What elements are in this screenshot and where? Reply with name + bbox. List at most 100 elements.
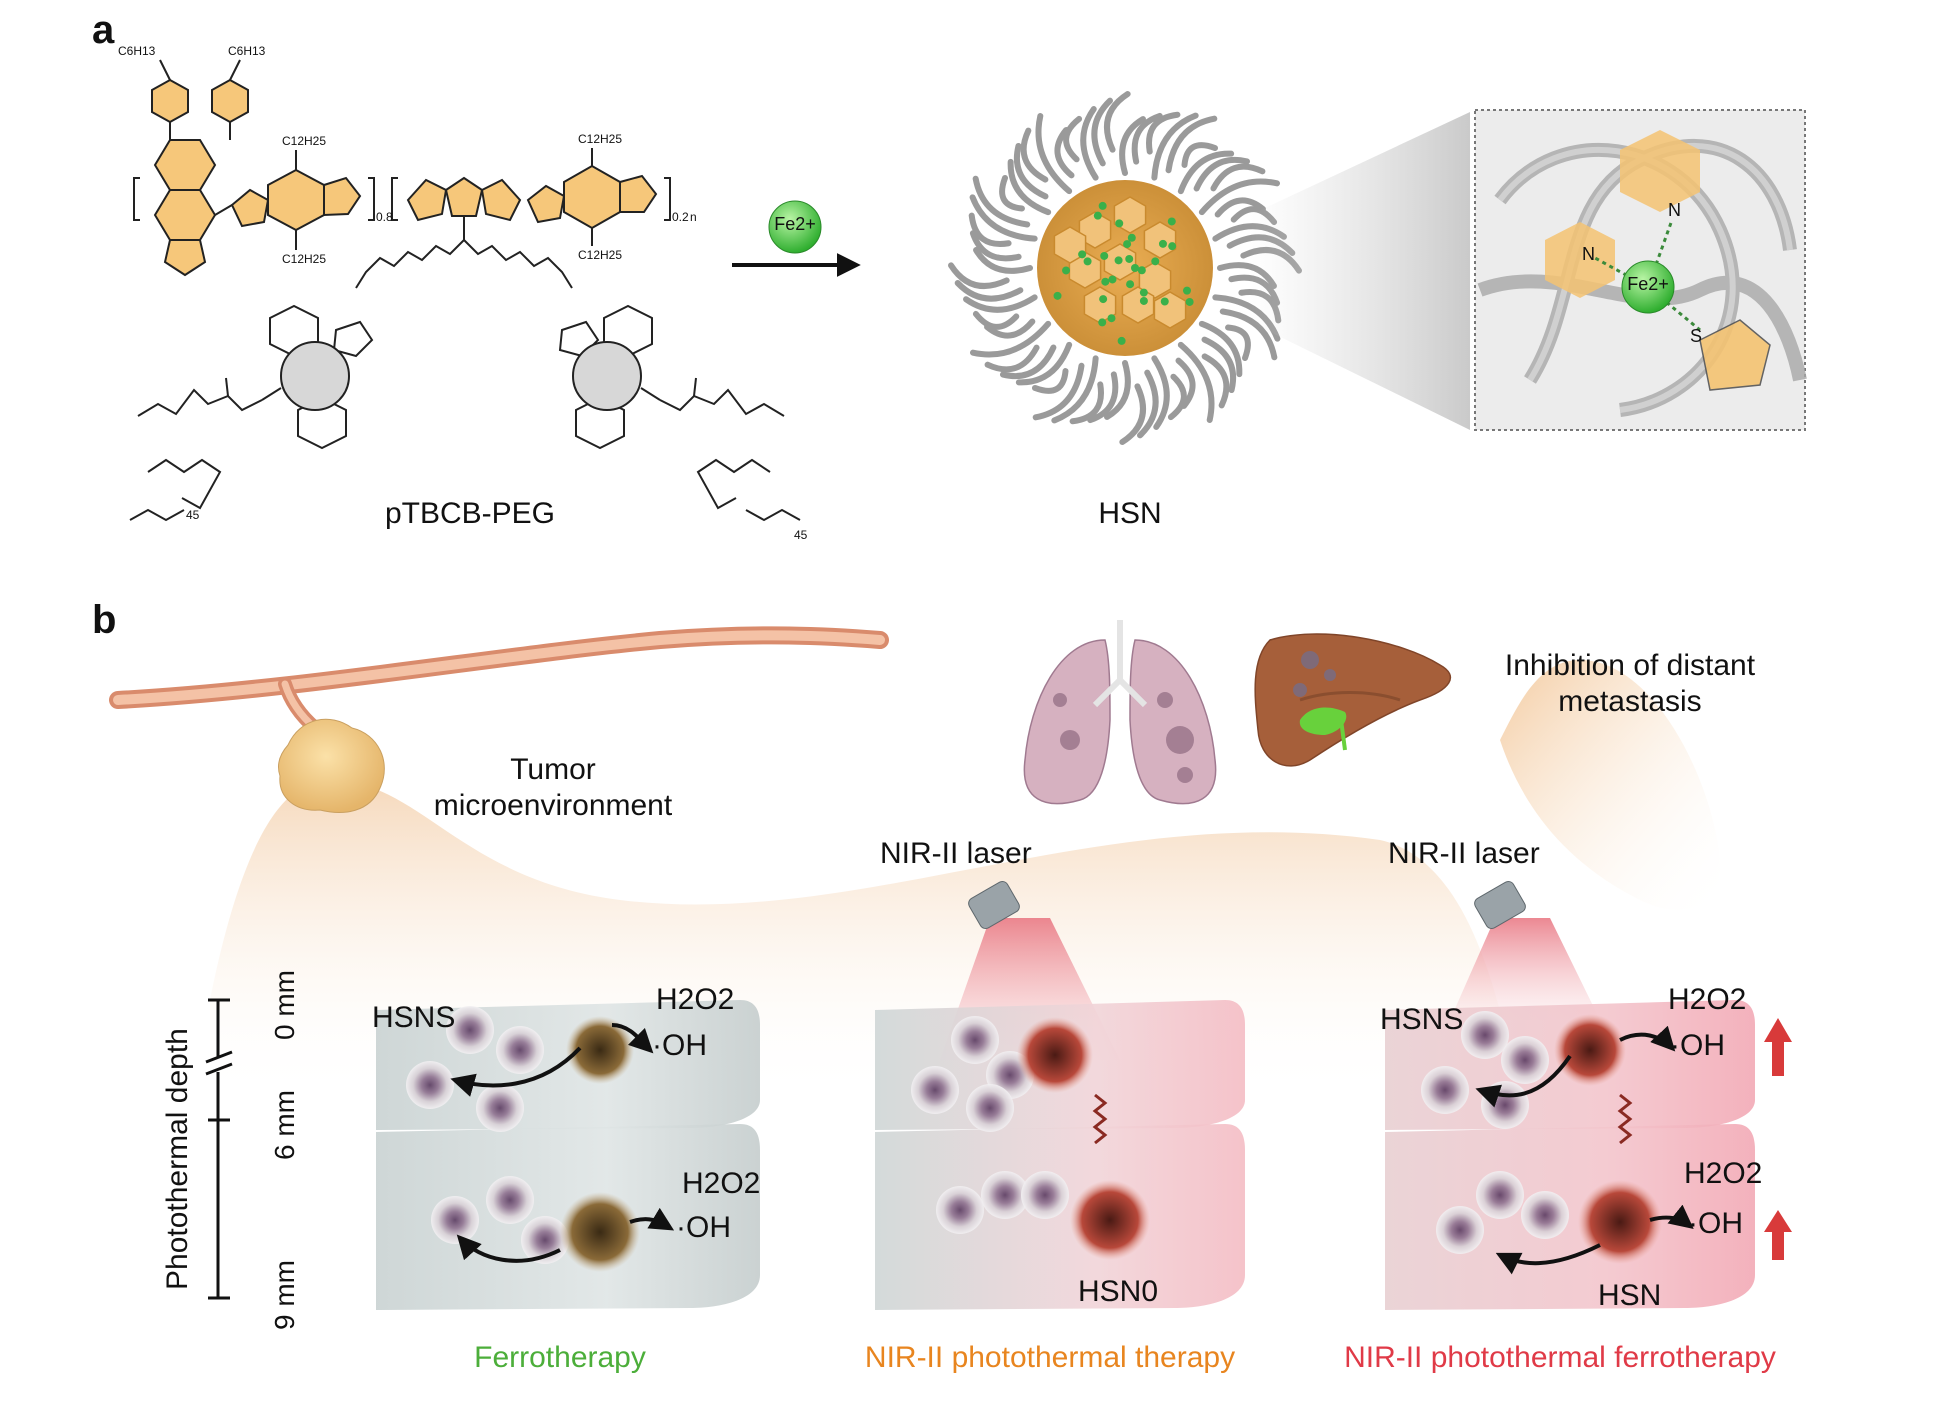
cpdt-right [480, 178, 522, 222]
ribbon-strand [969, 230, 1022, 262]
depth-0-label: 0 mm [269, 970, 300, 1040]
iron-dot [1053, 291, 1062, 300]
phenyl-ring-right [211, 78, 249, 124]
b3-particle-label: HSN [1598, 1279, 1662, 1312]
ribbon-strand [1193, 156, 1251, 192]
increase-arrow-bottom [1764, 1210, 1792, 1260]
ribbon-strand [1165, 115, 1218, 174]
ribbon-strand [973, 247, 1033, 274]
ribbon-strand [1198, 178, 1280, 216]
tumor-cell [1521, 1191, 1569, 1239]
ribbon-strand [1201, 336, 1237, 394]
benzo-ring [153, 189, 217, 241]
iron-dot [1167, 217, 1176, 226]
substituent-label-left: C6H13 [118, 44, 156, 58]
ribbon-strand [1104, 360, 1131, 420]
particle-b1-top [566, 1016, 634, 1084]
iron-dot [1160, 297, 1169, 306]
arrow-b3-top [1475, 1054, 1572, 1108]
heat-wave-1 [1092, 1093, 1108, 1145]
b1-h2o2-bottom: H2O2 [682, 1167, 761, 1200]
panel-b-letter: b [92, 598, 117, 642]
tumor-cell [406, 1061, 454, 1109]
ribbon-strand [1054, 127, 1075, 179]
iron-dot [1098, 318, 1107, 327]
primary-tumor [277, 718, 385, 813]
tumor-cell [446, 1006, 494, 1054]
tumor-cell [1436, 1206, 1484, 1254]
iron-dot [1158, 239, 1167, 248]
pyrazine-ring [153, 139, 217, 191]
iron-dot [1151, 257, 1160, 266]
iron-dot [1115, 219, 1124, 228]
ribbon-strand [969, 194, 1038, 242]
ribbon-strand [1219, 308, 1278, 361]
thiophene-3 [526, 184, 566, 224]
laser-label-2: NIR-II laser [1388, 837, 1540, 870]
ribbon-strand [1020, 127, 1049, 183]
ribbon-strand [1225, 324, 1251, 362]
tumor-cell [1501, 1036, 1549, 1084]
ribbon-strand [1177, 150, 1235, 195]
alkyl-chain-label-3: C12H25 [578, 132, 623, 146]
iron-dot [1093, 211, 1102, 220]
iron-dot [1139, 288, 1148, 297]
ribbon-strand [1198, 320, 1243, 378]
ribbon-strand [1119, 116, 1146, 176]
nanoparticle-name: HSN [1098, 497, 1162, 530]
tumor-cell [496, 1026, 544, 1074]
depth-axis-label: Photothermal depth [161, 1028, 194, 1290]
phenyl-ring-left [151, 78, 189, 124]
cpdt-left [406, 178, 448, 222]
ribbon-strand [1104, 91, 1131, 153]
iron-dot [1100, 251, 1109, 260]
metastasis-plume [1500, 660, 1720, 910]
arrow-oh-b1-top [611, 1023, 654, 1054]
ribbon-strand [984, 344, 1040, 373]
ribbon-strand [1151, 112, 1199, 181]
polymer-structure [129, 59, 801, 522]
zoom-cone [1250, 112, 1470, 430]
iron-dot [1126, 280, 1135, 289]
metastasis-label: Inhibition of distant metastasis [1504, 649, 1756, 718]
iron-dot [1062, 266, 1071, 275]
benzodithiophene-1 [267, 168, 325, 232]
alkyl-chain-label-4: C12H25 [578, 248, 623, 262]
ribbon-strand [970, 320, 1052, 358]
polymer-name: pTBCB-PEG [384, 497, 556, 530]
depth-9-label: 9 mm [269, 1260, 300, 1330]
zoom-fe-label: Fe2+ [1627, 274, 1669, 294]
arrow-oh-b1-bottom [629, 1207, 675, 1231]
iron-dot [1083, 257, 1092, 266]
tumor-cell [431, 1196, 479, 1244]
core-hexagon [1143, 221, 1177, 259]
b1-h2o2-top: H2O2 [656, 983, 735, 1016]
tumor-cell [981, 1171, 1029, 1219]
b3-oh-top: ·OH [1670, 1029, 1725, 1062]
particle-b3-top [1554, 1014, 1626, 1086]
peg-repeat-left: 45 [186, 508, 200, 522]
ribbon-strand [999, 344, 1057, 380]
tumor-microenvironment-label: Tumor microenvironment [433, 753, 673, 822]
triazole-left [332, 320, 374, 358]
b1-oh-top: ·OH [652, 1029, 707, 1062]
caption-ferrotherapy: Ferrotherapy [474, 1341, 646, 1374]
fe-ion-sphere [768, 200, 822, 254]
tumor-cell [936, 1186, 984, 1234]
laser-label-1: NIR-II laser [880, 837, 1032, 870]
ribbon-strand [999, 174, 1025, 212]
blood-vessel [109, 626, 889, 735]
iron-dot [1139, 296, 1148, 305]
ribbon-strand [1032, 362, 1085, 421]
alkyl-chain-label-1: C12H25 [282, 134, 327, 148]
benzodithiophene-2 [563, 164, 621, 230]
ribbon-strand [1177, 341, 1215, 423]
thiophene-2 [323, 176, 362, 217]
ribbon-strand [1035, 113, 1073, 195]
caption-photothermal-ferrotherapy: NIR-II photothermal ferrotherapy [1344, 1341, 1776, 1374]
iron-dot [1117, 336, 1126, 345]
hsn-nanoparticle [948, 91, 1302, 445]
laser-2 [1450, 880, 1600, 1020]
depth-axis [205, 998, 233, 1300]
